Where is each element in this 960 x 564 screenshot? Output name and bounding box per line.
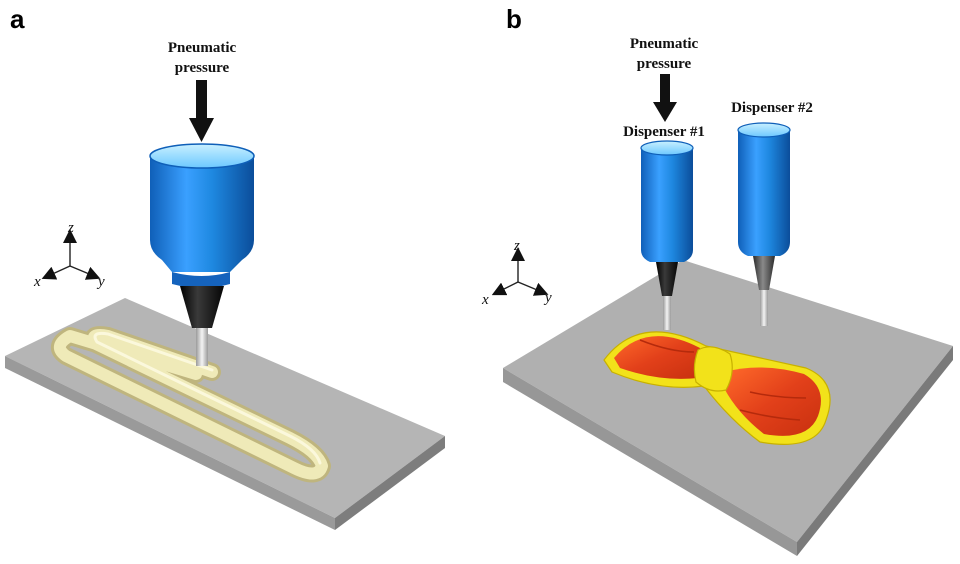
panel-b-letter: b	[506, 4, 522, 34]
panel-b-axis-y: y	[543, 290, 552, 306]
panel-b-axes	[491, 247, 549, 296]
panel-b-bowtie-print	[603, 331, 831, 445]
panel-a-pressure-label-line2: pressure	[175, 60, 230, 76]
panel-a-axis-x: x	[33, 274, 41, 290]
panel-a: a Pneumatic pressure	[5, 4, 445, 530]
panel-b-axis-z: z	[513, 238, 520, 254]
panel-a-pressure-label-line1: Pneumatic	[168, 40, 237, 56]
panel-b-pressure-label-line2: pressure	[637, 56, 692, 72]
panel-a-axis-z: z	[67, 220, 74, 236]
panel-a-axis-y: y	[96, 274, 105, 290]
panel-a-printed-filament	[51, 326, 331, 483]
panel-b-pressure-label-line1: Pneumatic	[630, 36, 699, 52]
panel-b-axis-x: x	[481, 292, 489, 308]
panel-b-dispenser2-label: Dispenser #2	[731, 100, 813, 116]
panel-b-dispenser-2	[737, 122, 791, 326]
panel-a-dispenser	[149, 143, 255, 366]
panel-b-pressure-arrow	[653, 74, 677, 122]
panel-b-dispenser-1	[640, 140, 694, 330]
panel-b: b Pneumatic pressure Dispenser #1 Dispen…	[481, 4, 953, 556]
panel-a-letter: a	[10, 4, 25, 34]
panel-a-axes	[41, 229, 101, 280]
panel-b-dispenser1-label: Dispenser #1	[623, 124, 705, 140]
panel-a-pressure-arrow	[189, 80, 214, 142]
